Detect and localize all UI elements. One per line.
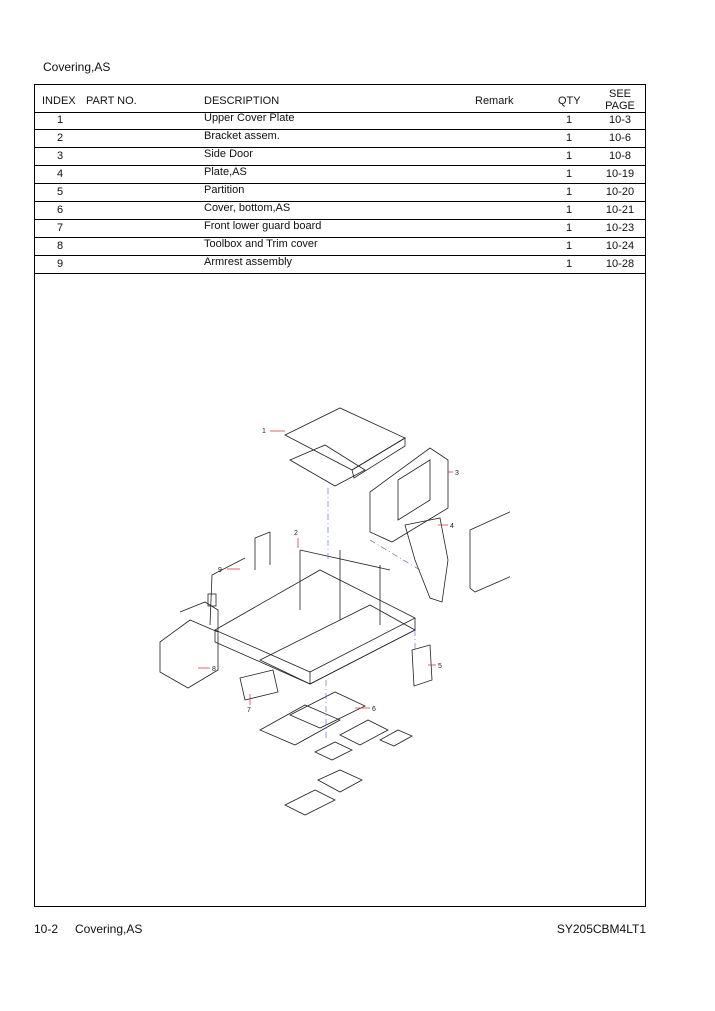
header-index: INDEX [42,95,76,107]
footer-section: Covering,AS [75,922,143,936]
row-description: Front lower guard board [204,220,322,232]
table-row: 2 Bracket assem. 1 10-6 [35,130,645,148]
front-lower-guard-part [239,669,279,701]
row-index: 8 [56,240,64,252]
row-index: 1 [56,114,64,126]
row-see-page: 10-23 [605,222,635,234]
table-row: 9 Armrest assembly 1 10-28 [35,256,645,274]
row-qty: 1 [565,222,573,234]
table-row: 6 Cover, bottom,AS 1 10-21 [35,202,645,220]
header-description: DESCRIPTION [204,95,280,107]
footer-page-number: 10-2 [34,922,59,936]
row-description: Bracket assem. [204,130,280,142]
upper-cover-grille [289,444,366,487]
row-qty: 1 [565,150,573,162]
row-see-page: 10-3 [608,114,632,126]
row-index: 2 [56,132,64,144]
toolbox-part [159,619,219,689]
row-see-page: 10-28 [605,258,635,270]
header-part-no: PART NO. [86,95,137,107]
partition-part [411,644,433,687]
row-index: 6 [56,204,64,216]
side-door-part [369,447,449,543]
table-row: 7 Front lower guard board 1 10-23 [35,220,645,238]
plate-as-part [404,517,449,603]
row-qty: 1 [565,168,573,180]
exploded-view-drawing: 1 2 3 4 5 6 7 8 9 [159,407,510,816]
bracket-part [254,531,271,570]
row-index: 9 [56,258,64,270]
row-qty: 1 [565,114,573,126]
callout-5: 5 [438,663,442,670]
header-see-page: SEE PAGE [600,88,640,112]
callout-labels: 1 2 3 4 5 6 7 8 9 [212,428,459,714]
callout-1: 1 [262,428,266,435]
callout-2: 2 [294,530,298,537]
header-see: SEE [608,88,631,100]
callout-8: 8 [212,666,216,673]
row-description: Toolbox and Trim cover [204,238,318,250]
bottom-cover-part [259,704,341,746]
row-index: 3 [56,150,64,162]
armrest-part [209,557,246,626]
callout-leaders [198,430,453,709]
row-see-page: 10-24 [605,240,635,252]
upper-cover-plate-part [284,407,406,471]
row-description: Armrest assembly [204,256,293,268]
row-see-page: 10-21 [605,204,635,216]
row-index: 7 [56,222,64,234]
row-description: Upper Cover Plate [204,112,295,124]
right-door-panel-part [469,511,510,593]
table-row: 8 Toolbox and Trim cover 1 10-24 [35,238,645,256]
header-qty: QTY [558,95,581,107]
callout-7: 7 [247,707,251,714]
header-remark: Remark [475,95,514,107]
callout-6: 6 [372,706,376,713]
table-row: 4 Plate,AS 1 10-19 [35,166,645,184]
header-page: PAGE [605,100,635,112]
row-qty: 1 [565,204,573,216]
row-description: Partition [204,184,245,196]
row-see-page: 10-19 [605,168,635,180]
callout-4: 4 [450,523,454,530]
footer-model-code: SY205CBM4LT1 [556,922,646,936]
row-description: Cover, bottom,AS [204,202,291,214]
main-frame-part [214,569,416,673]
page-title: Covering,AS [43,60,111,74]
row-description: Plate,AS [204,166,247,178]
table-row: 1 Upper Cover Plate 1 10-3 [35,112,645,130]
parts-table-body: 1 Upper Cover Plate 1 10-3 2 Bracket ass… [35,112,645,274]
row-see-page: 10-8 [608,150,632,162]
center-lines [325,488,421,740]
callout-9: 9 [218,567,222,574]
row-see-page: 10-20 [605,186,635,198]
row-index: 5 [56,186,64,198]
row-description: Side Door [204,148,253,160]
table-row: 3 Side Door 1 10-8 [35,148,645,166]
drawing-parts [159,407,510,816]
header-divider [35,112,645,113]
table-row: 5 Partition 1 10-20 [35,184,645,202]
callout-3: 3 [455,470,459,477]
row-qty: 1 [565,240,573,252]
row-qty: 1 [565,258,573,270]
row-see-page: 10-6 [608,132,632,144]
parts-frame: INDEX PART NO. DESCRIPTION Remark QTY SE… [34,84,646,907]
row-qty: 1 [565,132,573,144]
row-qty: 1 [565,186,573,198]
row-index: 4 [56,168,64,180]
